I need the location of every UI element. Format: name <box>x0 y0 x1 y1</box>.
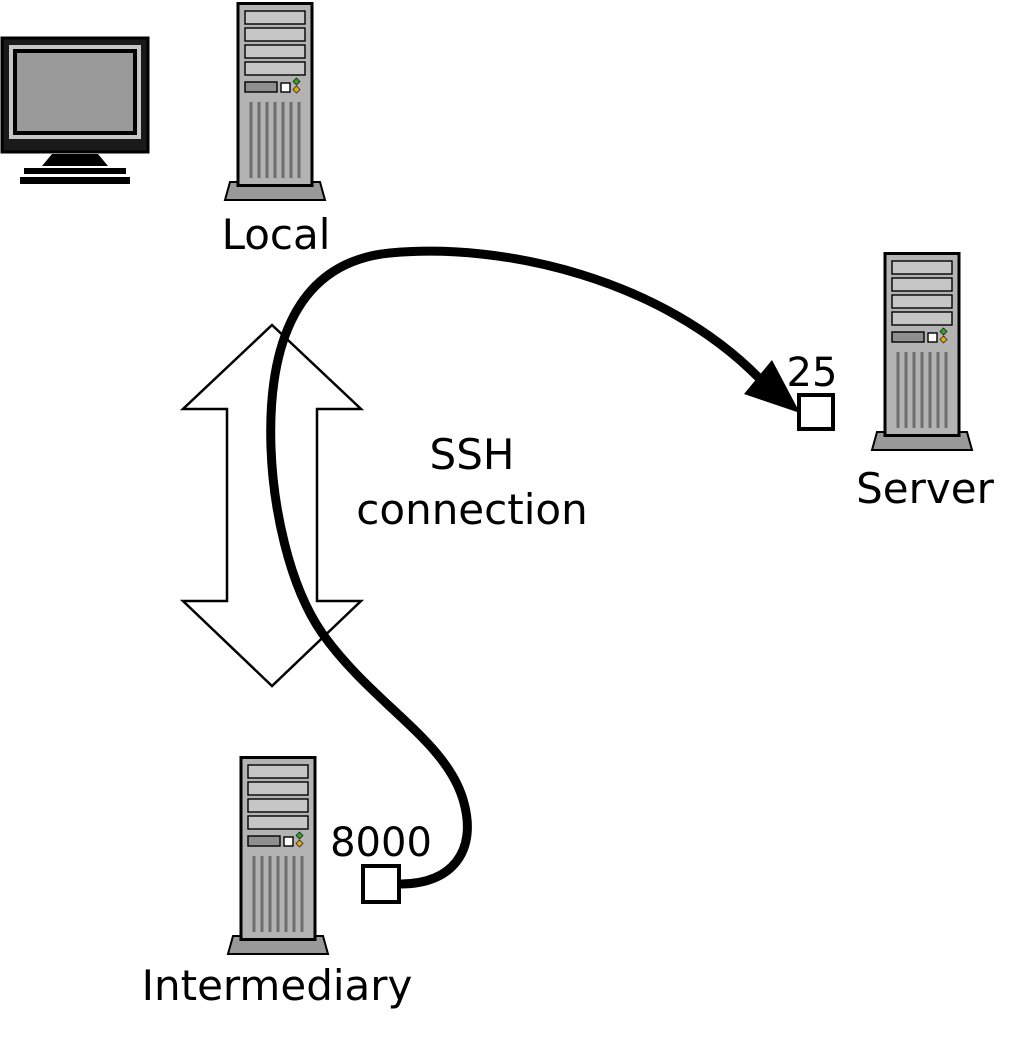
port-8000-socket <box>361 864 401 904</box>
ssh-connection-label: SSH connection <box>356 430 587 534</box>
local-computer-icon <box>223 2 327 202</box>
server-label: Server <box>856 464 994 513</box>
port-25-socket <box>797 393 835 431</box>
tunnel-curve <box>266 246 763 889</box>
local-label: Local <box>222 210 331 259</box>
ssh-label-line1: SSH <box>430 430 515 479</box>
ssh-label-line2: connection <box>356 485 587 534</box>
tunnel-arrowhead-icon <box>744 360 800 413</box>
intermediary-computer-icon <box>226 756 330 956</box>
monitor-icon <box>0 36 150 186</box>
port-25-label: 25 <box>787 350 838 396</box>
port-8000-label: 8000 <box>330 820 432 866</box>
intermediary-label: Intermediary <box>142 961 413 1010</box>
ssh-connection-double-arrow <box>179 323 365 688</box>
server-computer-icon <box>870 252 974 452</box>
